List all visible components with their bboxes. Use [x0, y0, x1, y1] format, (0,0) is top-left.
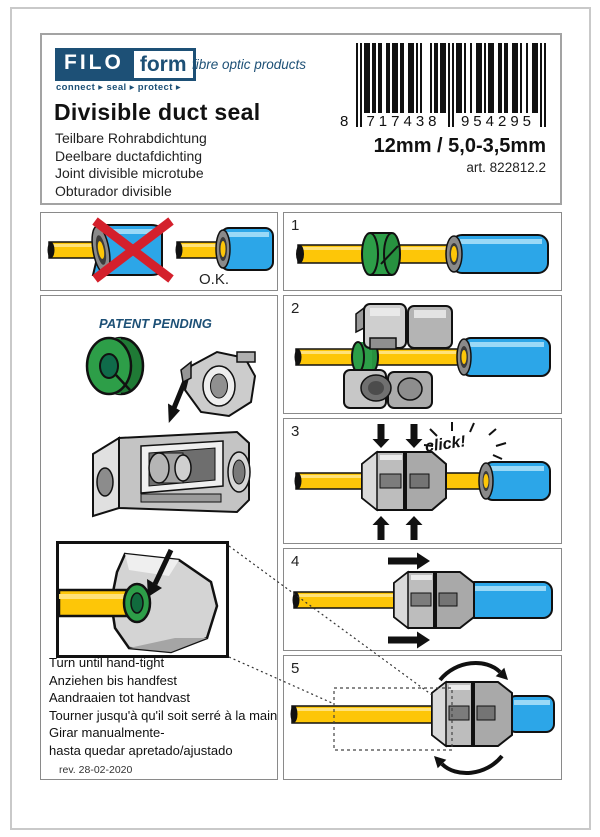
- page-title: Divisible duct seal: [54, 99, 261, 125]
- instruction-line-en: Turn until hand-tight: [49, 655, 165, 670]
- step-2-panel: 2: [283, 295, 562, 414]
- assembly-overview-illustration: [85, 336, 257, 518]
- sheet-border: [10, 7, 591, 830]
- step-number: 2: [291, 300, 300, 317]
- brand-logo: FILO form: [55, 48, 196, 81]
- revision-label: rev. 28-02-2020: [59, 764, 133, 776]
- instruction-line-nl: Aandraaien tot handvast: [49, 690, 190, 705]
- barcode-prefix-digit: 8: [340, 113, 353, 130]
- instruction-line-es-1: Girar manualmente-: [49, 725, 165, 740]
- brand-tagline: connect ▸ seal ▸ protect ▸: [56, 82, 182, 93]
- step-5-panel: 5: [283, 655, 562, 780]
- title-translation-nl: Deelbare ductafdichting: [55, 147, 203, 164]
- barcode-digits-left: 717438: [363, 113, 444, 130]
- size-label: 12mm / 5,0-3,5mm: [373, 135, 546, 157]
- panel-assembly-overview: PATENT PENDING Turn until hand-tight Anz…: [40, 295, 278, 780]
- barcode-bars: 8 717438 954295: [340, 43, 546, 130]
- products-line: fibre optic products: [192, 57, 307, 72]
- logo-form: form: [130, 48, 196, 81]
- instruction-line-es-2: hasta quedar apretado/ajustado: [49, 742, 233, 758]
- hand-tight-instructions: Turn until hand-tight Anziehen bis handf…: [49, 654, 278, 759]
- step-1-illustration: [296, 232, 549, 276]
- step-5-illustration: [290, 660, 555, 776]
- title-translation-fr: Joint divisible microtube: [55, 165, 204, 181]
- title-translations: Teilbare Rohrabdichtung Deelbare ductafd…: [55, 130, 207, 200]
- wrong-ok-illustration: [47, 217, 274, 283]
- step-3-panel: click! 3: [283, 418, 562, 544]
- step-3-illustration: [294, 422, 551, 540]
- step-1-panel: 1: [283, 212, 562, 291]
- hand-tight-detail-box: [56, 541, 229, 658]
- title-translation-de: Teilbare Rohrabdichtung: [55, 130, 207, 146]
- header-box: FILO form connect ▸ seal ▸ protect ▸ fib…: [40, 33, 562, 205]
- ok-label: O.K.: [199, 271, 230, 288]
- barcode-digits-right: 954295: [458, 113, 538, 130]
- barcode: 8 717438 954295 12mm / 5,0-3,5mm art. 82…: [340, 43, 546, 175]
- step-number: 5: [291, 660, 300, 677]
- step-number: 3: [291, 423, 300, 440]
- step-2-illustration: [294, 303, 551, 409]
- hand-tight-detail-illustration: [59, 548, 219, 654]
- step-4-panel: 4: [283, 548, 562, 651]
- article-number: art. 822812.2: [466, 160, 546, 175]
- step-number: 1: [291, 217, 300, 234]
- title-translation-es: Obturador divisible: [55, 182, 172, 199]
- instruction-line-de: Anziehen bis handfest: [49, 672, 177, 688]
- patent-pending-label: PATENT PENDING: [99, 316, 212, 331]
- panel-wrong-ok: O.K.: [40, 212, 278, 291]
- logo-filo: FILO: [55, 48, 131, 81]
- step-4-illustration: [292, 552, 553, 649]
- step-number: 4: [291, 553, 300, 570]
- instruction-line-fr: Tourner jusqu'à qu'il soit serré à la ma…: [49, 707, 278, 723]
